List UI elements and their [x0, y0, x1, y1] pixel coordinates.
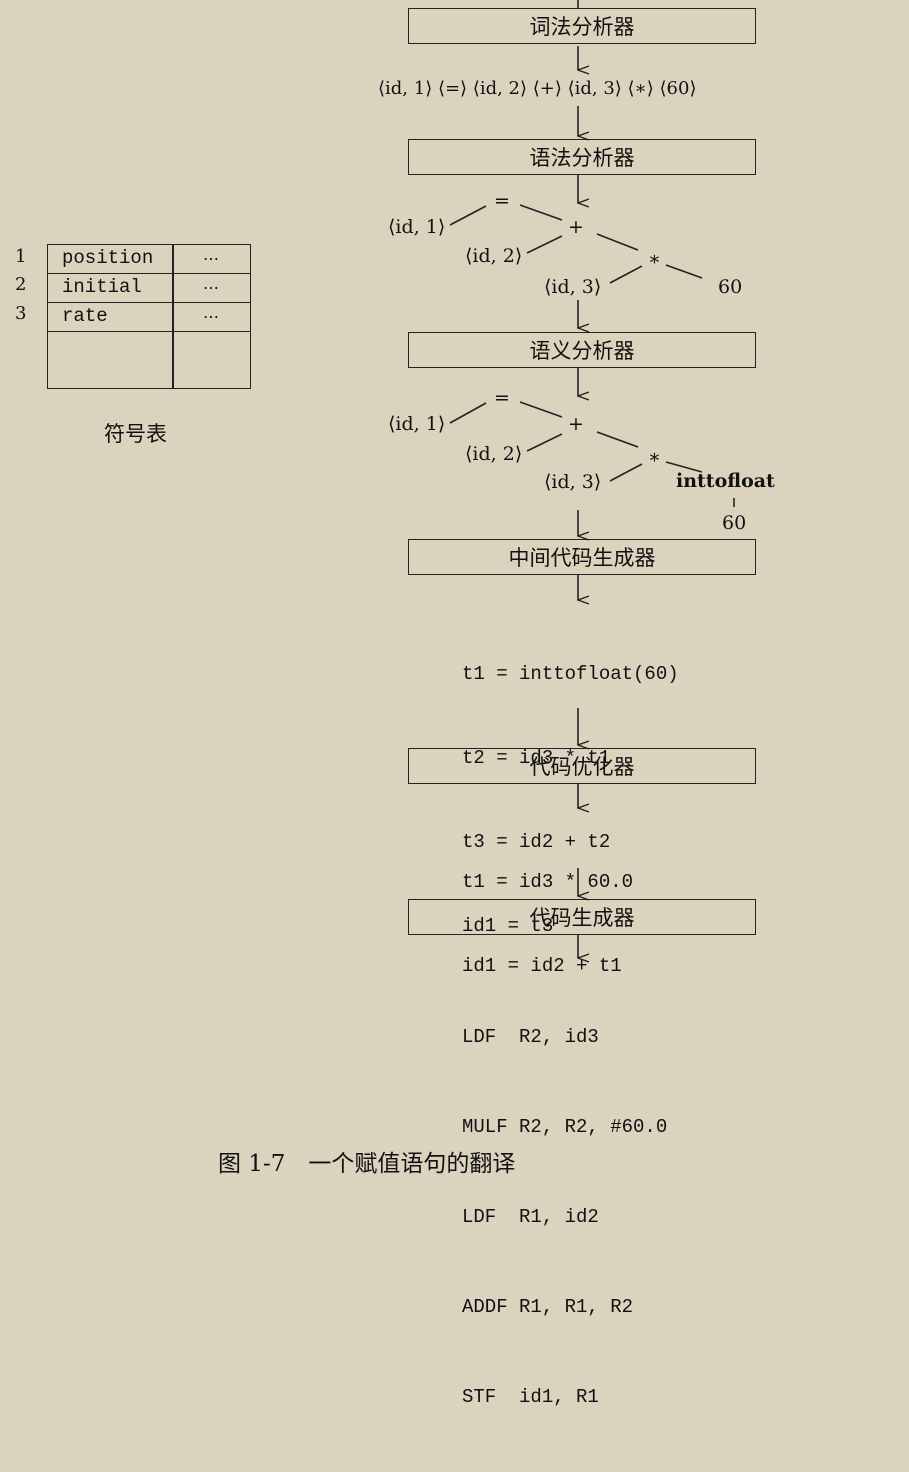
- syntax-edge-plus-mul: [596, 233, 639, 251]
- semantic-edge-plus-id2: [526, 433, 563, 452]
- code-generator-box: 代码生成器: [408, 899, 756, 935]
- semantic-node-num: 60: [722, 512, 747, 534]
- symbol-attr: …: [203, 274, 219, 293]
- semantic-edge-root-plus: [519, 401, 563, 418]
- code-line: MULF R2, R2, #60.0: [462, 1116, 668, 1138]
- lexer-label: 词法分析器: [529, 15, 635, 39]
- symbol-table-caption: 符号表: [104, 422, 167, 446]
- symbol-table: position … initial … rate …: [47, 244, 251, 389]
- code-line: t1 = inttofloat(60): [462, 663, 679, 685]
- semantic-edge-mul-id3: [609, 463, 643, 482]
- intermediate-code-block: t1 = inttofloat(60) t2 = id3 * t1 t3 = i…: [462, 604, 679, 996]
- symbol-attr: …: [203, 245, 219, 264]
- code-optimizer-label: 代码优化器: [529, 755, 635, 779]
- syntax-edge-mul-num: [665, 264, 703, 279]
- syntax-node-id2: ⟨id, 2⟩: [465, 245, 523, 267]
- semantic-node-plus: +: [568, 413, 584, 435]
- symbol-table-divider: [172, 245, 174, 388]
- code-line: ADDF R1, R1, R2: [462, 1296, 634, 1318]
- code-line: LDF R1, id2: [462, 1206, 599, 1228]
- semantic-node-id1: ⟨id, 1⟩: [388, 413, 446, 435]
- symbol-name: position: [62, 247, 154, 269]
- semantic-node-conv: inttofloat: [676, 470, 775, 492]
- symbol-table-row: rate …: [48, 303, 250, 332]
- syntax-node-plus: +: [568, 216, 584, 238]
- target-code-block: LDF R2, id3 MULF R2, R2, #60.0 LDF R1, i…: [462, 962, 667, 1472]
- symbol-table-row: initial …: [48, 274, 250, 303]
- syntax-node-num: 60: [718, 276, 743, 298]
- lexer-box: 词法分析器: [408, 8, 756, 44]
- syntax-edge-mul-id3: [609, 265, 643, 284]
- figure: 词法分析器 语法分析器 语义分析器 中间代码生成器 代码优化器 代码生成器 ⟨i…: [15, 0, 775, 1408]
- symbol-name: initial: [62, 276, 142, 298]
- intermediate-code-generator-label: 中间代码生成器: [508, 546, 656, 570]
- parser-label: 语法分析器: [529, 146, 635, 170]
- syntax-edge-root-plus: [519, 204, 563, 221]
- code-line: t1 = id3 * 60.0: [462, 871, 634, 893]
- symbol-name: rate: [62, 305, 108, 327]
- token-stream: ⟨id, 1⟩ ⟨=⟩ ⟨id, 2⟩ ⟨+⟩ ⟨id, 3⟩ ⟨∗⟩ ⟨60⟩: [378, 78, 697, 99]
- symbol-row-number: 1: [15, 246, 27, 267]
- diagram-lines: [449, 0, 735, 1239]
- semantic-edge-mul-conv: [665, 461, 703, 473]
- semantic-node-mul: ∗: [648, 446, 661, 468]
- code-generator-label: 代码生成器: [529, 906, 635, 930]
- figure-caption: 图 1-7 一个赋值语句的翻译: [218, 1151, 516, 1177]
- semantic-analyzer-box: 语义分析器: [408, 332, 756, 368]
- syntax-edge-plus-id2: [526, 235, 563, 254]
- syntax-node-mul: ∗: [648, 248, 661, 270]
- code-line: id1 = id2 + t1: [462, 955, 622, 977]
- semantic-node-root: =: [494, 387, 510, 409]
- syntax-node-root: =: [494, 190, 510, 212]
- semantic-edge-plus-mul: [596, 431, 639, 448]
- optimized-code-block: t1 = id3 * 60.0 id1 = id2 + t1: [462, 812, 633, 1036]
- semantic-edge-root-id1: [449, 402, 487, 424]
- code-line: t3 = id2 + t2: [462, 831, 611, 853]
- parser-box: 语法分析器: [408, 139, 756, 175]
- symbol-row-number: 3: [15, 303, 27, 324]
- symbol-row-number: 2: [15, 274, 27, 295]
- symbol-table-row: position …: [48, 245, 250, 274]
- semantic-node-id2: ⟨id, 2⟩: [465, 443, 523, 465]
- semantic-node-id3: ⟨id, 3⟩: [544, 471, 602, 493]
- code-line: id1 = t3: [462, 915, 554, 937]
- intermediate-code-generator-box: 中间代码生成器: [408, 539, 756, 575]
- semantic-analyzer-label: 语义分析器: [529, 339, 635, 363]
- symbol-attr: …: [203, 303, 219, 322]
- syntax-node-id3: ⟨id, 3⟩: [544, 276, 602, 298]
- syntax-edge-root-id1: [449, 205, 487, 226]
- code-optimizer-box: 代码优化器: [408, 748, 756, 784]
- code-line: STF id1, R1: [462, 1386, 599, 1408]
- code-line: LDF R2, id3: [462, 1026, 599, 1048]
- code-line: t2 = id3 * t1: [462, 747, 611, 769]
- syntax-node-id1: ⟨id, 1⟩: [388, 216, 446, 238]
